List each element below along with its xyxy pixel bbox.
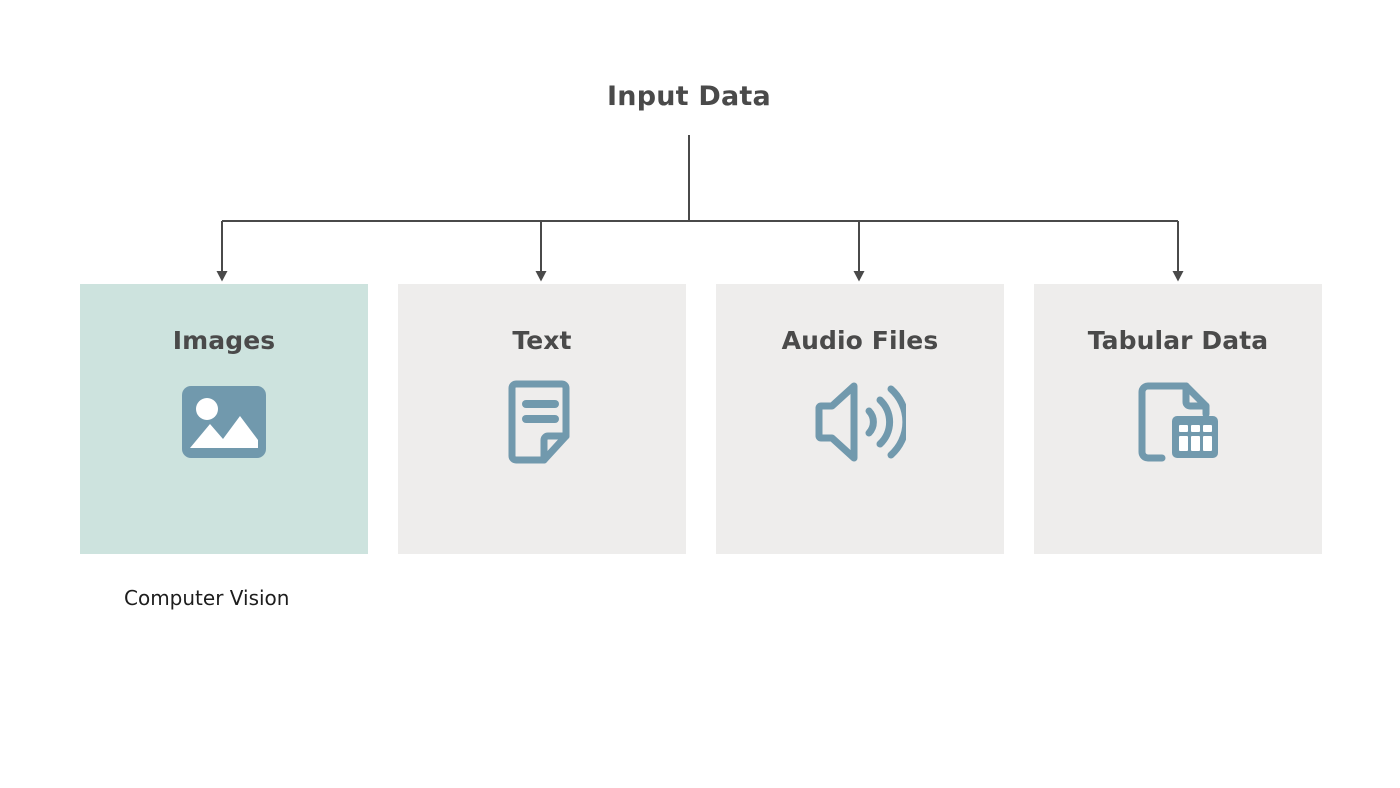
- root-node-label: Input Data: [607, 81, 771, 112]
- document-table-icon: [1132, 376, 1224, 468]
- arrowhead-tabular: [1172, 271, 1184, 282]
- document-text-icon: [496, 376, 588, 468]
- speaker-waves-icon: [814, 376, 906, 468]
- node-images[interactable]: Images: [80, 284, 368, 554]
- image-icon: [178, 376, 270, 468]
- node-text[interactable]: Text: [398, 284, 686, 554]
- arrowhead-images: [216, 271, 228, 282]
- node-audio-files-label: Audio Files: [781, 326, 939, 355]
- node-tabular-data[interactable]: Tabular Data: [1034, 284, 1322, 554]
- node-text-label: Text: [512, 326, 572, 355]
- arrowhead-text: [535, 271, 547, 282]
- arrowhead-audio: [853, 271, 865, 282]
- images-caption: Computer Vision: [124, 586, 290, 610]
- node-tabular-data-label: Tabular Data: [1087, 326, 1269, 355]
- node-audio-files[interactable]: Audio Files: [716, 284, 1004, 554]
- node-images-label: Images: [172, 326, 276, 355]
- node-row: Images Text Aud: [80, 284, 1322, 554]
